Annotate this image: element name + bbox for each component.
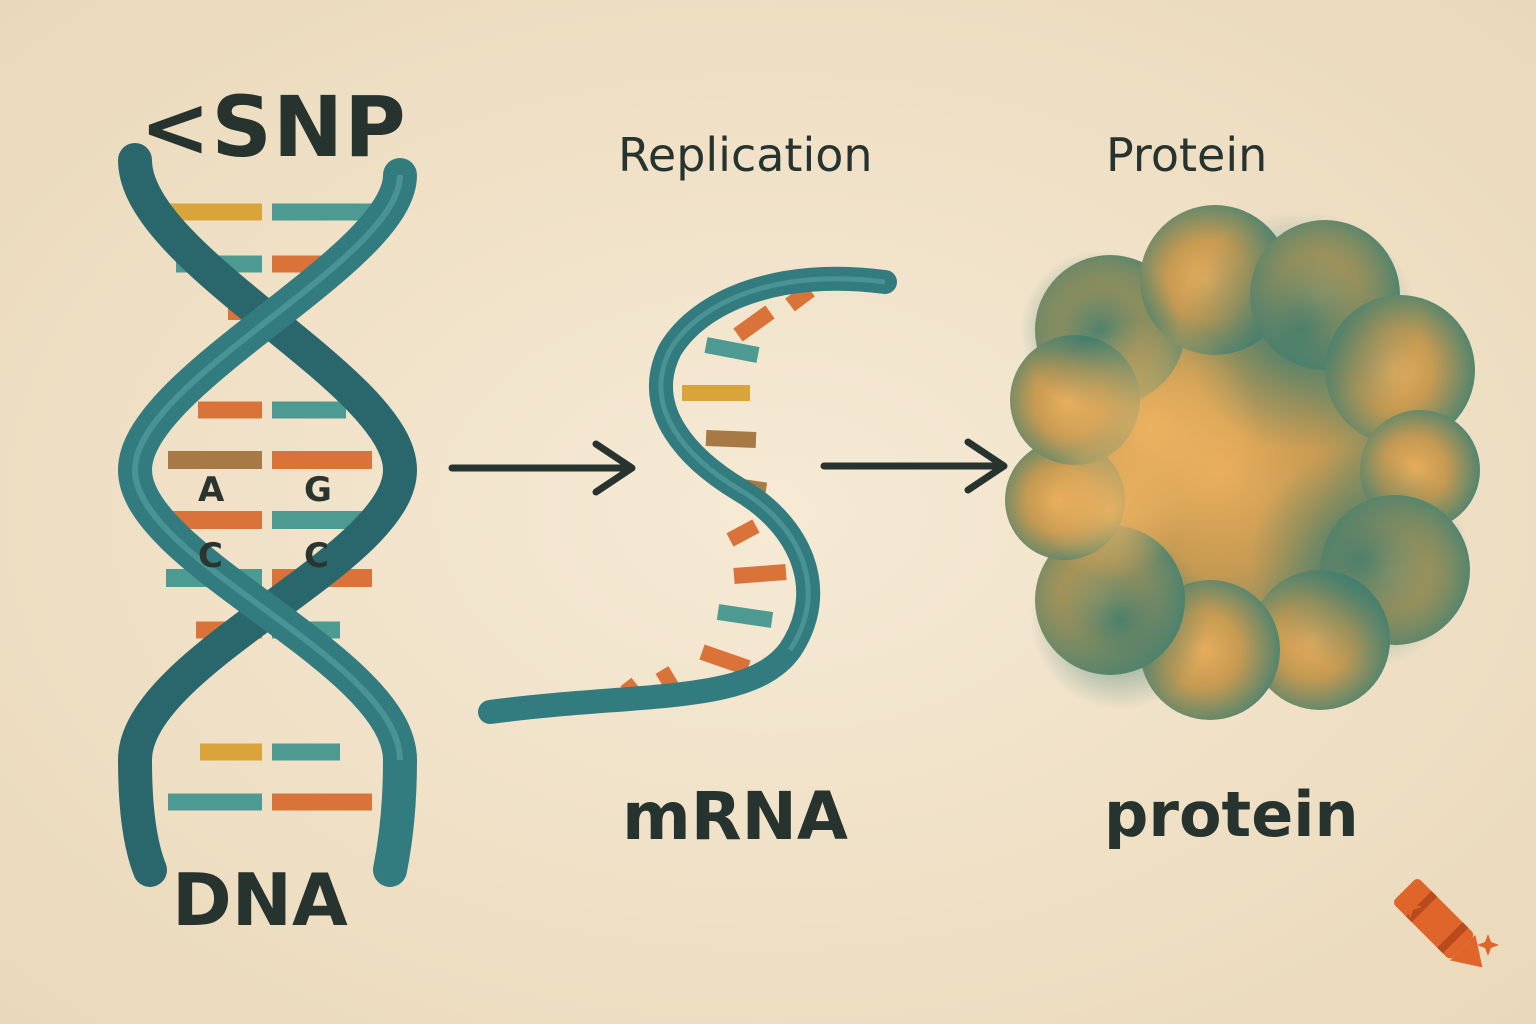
mrna-base — [733, 564, 787, 584]
right-arrow-icon — [820, 438, 1008, 494]
base-letter-a: A — [198, 470, 225, 510]
mrna-base — [716, 604, 774, 628]
base-letter-g: G — [304, 470, 332, 510]
mrna-base — [704, 337, 760, 363]
dna-helix — [117, 143, 418, 887]
mrna-base — [726, 519, 760, 547]
replication-label: Replication — [618, 128, 873, 182]
protein-structure — [1005, 205, 1480, 720]
protein-label: protein — [1104, 778, 1359, 851]
base-letter-c-left: C — [198, 536, 223, 576]
mrna-base — [785, 283, 815, 312]
mrna-base — [733, 305, 775, 342]
dna-label: DNA — [172, 858, 348, 942]
crayon-icon — [1393, 878, 1483, 968]
base-letter-c-right: C — [304, 536, 329, 576]
mrna-base — [705, 430, 757, 448]
right-arrow-icon — [448, 440, 636, 496]
mrna-label: mRNA — [622, 778, 848, 855]
mrna-base — [699, 644, 751, 676]
sparkle-icon — [1398, 895, 1499, 956]
protein-title: Protein — [1106, 128, 1268, 182]
mrna-strand — [478, 266, 897, 724]
mrna-backbone-highlight — [658, 276, 886, 652]
snp-label: <SNP — [140, 78, 407, 176]
dna-strand-back — [117, 143, 418, 887]
dna-strand-highlight — [131, 174, 403, 761]
